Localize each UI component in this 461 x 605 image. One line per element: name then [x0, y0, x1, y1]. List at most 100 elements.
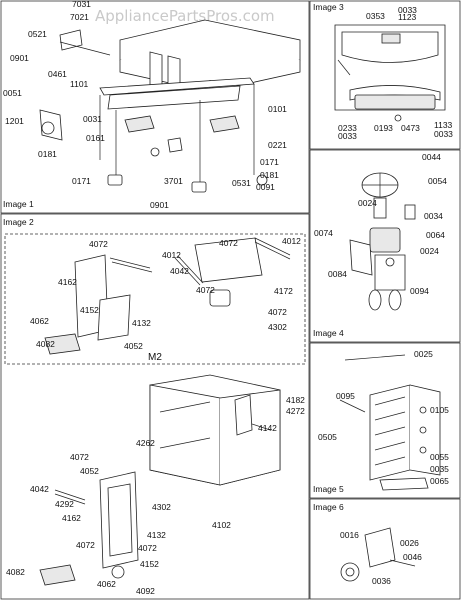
image1-frame [0, 0, 310, 214]
part-number-label: 3701 [164, 176, 183, 186]
part-number-label: 0473 [401, 123, 420, 133]
image3-evaporator-cover [334, 24, 446, 122]
part-number-label: 0101 [268, 104, 287, 114]
part-number-label: 0221 [268, 140, 287, 150]
part-number-label: 0084 [328, 269, 347, 279]
part-number-label: 4132 [147, 530, 166, 540]
part-number-label: 0171 [72, 176, 91, 186]
part-number-label: 4062 [30, 316, 49, 326]
part-number-label: 4082 [36, 339, 55, 349]
image1-cabinet-assembly [39, 19, 301, 193]
part-number-label: 0033 [398, 5, 417, 15]
part-number-label: 0171 [260, 157, 279, 167]
part-number-label: 4262 [136, 438, 155, 448]
part-number-label: 4172 [274, 286, 293, 296]
part-number-label: 0033 [338, 131, 357, 141]
image2-frame [0, 213, 310, 600]
part-number-label: 4162 [62, 513, 81, 523]
image4-fan-motor-assembly [349, 172, 416, 311]
image3-title: Image 3 [313, 2, 344, 12]
image2-lower-cabinet [39, 374, 281, 586]
part-number-label: 4072 [70, 452, 89, 462]
part-number-label: 7031 [72, 0, 91, 9]
part-number-label: 4012 [162, 250, 181, 260]
part-number-label: 0094 [410, 286, 429, 296]
part-number-label: 0065 [430, 476, 449, 486]
image5-evaporator-coil [339, 354, 441, 491]
part-number-label: 0054 [428, 176, 447, 186]
part-number-label: 0024 [420, 246, 439, 256]
watermark: AppliancePartsPros.com [95, 7, 275, 25]
part-number-label: 4052 [80, 466, 99, 476]
part-number-label: 1133 [434, 120, 453, 130]
part-number-label: 4162 [58, 277, 77, 287]
part-number-label: 0161 [86, 133, 105, 143]
image6-frame [309, 498, 461, 600]
part-number-label: 4072 [76, 540, 95, 550]
part-number-label: 4052 [124, 341, 143, 351]
part-number-label: 0901 [10, 53, 29, 63]
part-number-label: 0064 [426, 230, 445, 240]
part-number-label: 0531 [232, 178, 251, 188]
part-number-label: 4062 [97, 579, 116, 589]
image6-title: Image 6 [313, 502, 344, 512]
part-number-label: 0091 [256, 182, 275, 192]
image6-damper-control [340, 527, 416, 582]
part-number-label: 0033 [434, 129, 453, 139]
part-number-label: 0046 [403, 552, 422, 562]
m2-label: M2 [148, 352, 162, 363]
m2-group-box [4, 233, 306, 365]
part-number-label: 4142 [258, 423, 277, 433]
part-number-label: 4132 [132, 318, 151, 328]
part-number-label: 4012 [282, 236, 301, 246]
part-number-label: 4092 [136, 586, 155, 596]
part-number-label: 0035 [430, 464, 449, 474]
image3-frame [309, 0, 461, 150]
part-number-label: 0521 [28, 29, 47, 39]
image4-title: Image 4 [313, 328, 344, 338]
part-number-label: 0051 [3, 88, 22, 98]
part-number-label: 4302 [152, 502, 171, 512]
part-number-label: 7021 [70, 12, 89, 22]
part-number-label: 4102 [212, 520, 231, 530]
image5-title: Image 5 [313, 484, 344, 494]
part-number-label: 0505 [318, 432, 337, 442]
image5-frame [309, 342, 461, 499]
part-number-label: 0016 [340, 530, 359, 540]
part-number-label: 0095 [336, 391, 355, 401]
part-number-label: 0031 [83, 114, 102, 124]
part-number-label: 0353 [366, 11, 385, 21]
part-number-label: 0055 [430, 452, 449, 462]
part-number-label: 0044 [422, 152, 441, 162]
part-number-label: 0034 [424, 211, 443, 221]
part-number-label: 0024 [358, 198, 377, 208]
part-number-label: 1101 [70, 79, 89, 89]
part-number-label: 4042 [170, 266, 189, 276]
part-number-label: 4152 [80, 305, 99, 315]
part-number-label: 4072 [219, 238, 238, 248]
part-number-label: 0181 [260, 170, 279, 180]
part-number-label: 4082 [6, 567, 25, 577]
part-number-label: 0105 [430, 405, 449, 415]
part-number-label: 0074 [314, 228, 333, 238]
part-number-label: 4182 [286, 395, 305, 405]
part-number-label: 4072 [89, 239, 108, 249]
part-number-label: 4152 [140, 559, 159, 569]
part-number-label: 0233 [338, 123, 357, 133]
part-number-label: 4072 [196, 285, 215, 295]
part-number-label: 1201 [5, 116, 24, 126]
part-number-label: 0461 [48, 69, 67, 79]
part-number-label: 0193 [374, 123, 393, 133]
part-number-label: 0026 [400, 538, 419, 548]
image1-title: Image 1 [3, 199, 34, 209]
part-number-label: 4042 [30, 484, 49, 494]
part-number-label: 0025 [414, 349, 433, 359]
part-number-label: 4072 [268, 307, 287, 317]
part-number-label: 4072 [138, 543, 157, 553]
part-number-label: 4302 [268, 322, 287, 332]
part-number-label: 4292 [55, 499, 74, 509]
image2-title: Image 2 [3, 217, 34, 227]
part-number-label: 0901 [150, 200, 169, 210]
